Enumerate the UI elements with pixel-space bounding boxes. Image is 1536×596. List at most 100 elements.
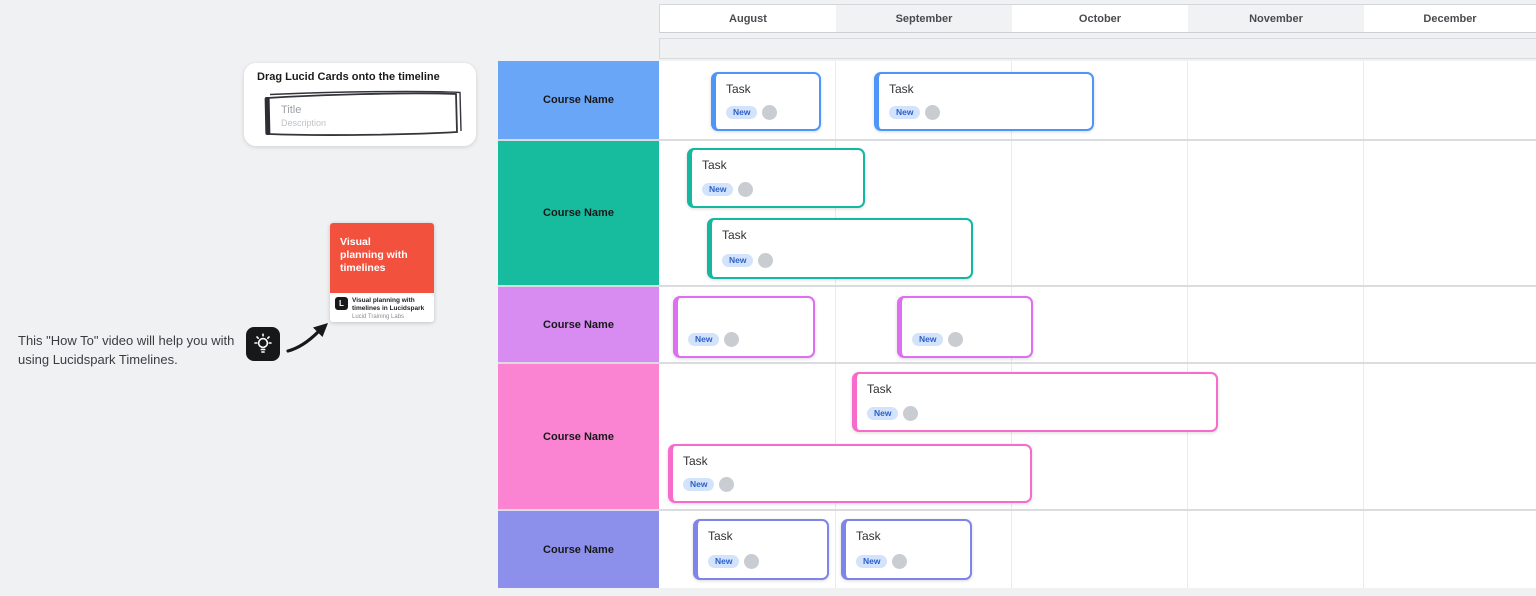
task-title: Task [708,529,733,543]
task-meta: New [912,332,964,347]
task-card[interactable]: Task New [841,519,972,580]
row-label-course-name[interactable]: Course Name [498,287,659,362]
month-gridline [1187,364,1188,509]
assignee-avatar[interactable] [903,406,919,421]
timeline-row: Course Name New New [498,287,1536,364]
task-title: Task [856,529,881,543]
month-gridline [1363,141,1364,285]
card-sketch-icon: Title Description [264,90,462,136]
instruction-card: Drag Lucid Cards onto the timeline Title… [244,63,476,146]
row-label-course-name[interactable]: Course Name [498,141,659,285]
video-card[interactable]: Visual planning with timelines L Visual … [330,223,434,322]
task-meta: New [722,253,774,268]
assignee-avatar[interactable] [925,105,941,120]
timeline-row: Course Name Task New Task New [498,364,1536,511]
task-card[interactable]: New [673,296,815,358]
month-header-december: December [1364,5,1536,32]
lightbulb-icon [246,327,280,361]
timeline-row: Course Name Task New Task New [498,141,1536,287]
task-title: Task [722,228,747,242]
sketch-description-placeholder: Description [281,118,326,128]
month-header-october: October [1012,5,1188,32]
assignee-avatar[interactable] [892,554,908,569]
assignee-avatar[interactable] [724,332,740,347]
row-body: Task New Task New [659,141,1536,285]
new-badge: New [688,332,720,347]
task-title [688,306,813,320]
month-gridline [1011,141,1012,285]
task-meta: New [683,477,735,492]
new-badge: New [702,182,734,197]
task-card[interactable]: Task New [687,148,865,208]
task-meta: New [726,105,778,120]
task-card[interactable]: New [897,296,1033,358]
month-gridline [1187,287,1188,362]
row-label-course-name[interactable]: Course Name [498,364,659,509]
month-header-september: September [836,5,1012,32]
lucid-logo-icon: L [335,297,348,310]
month-gridline [835,364,836,509]
video-title: Visual planning with timelines [340,236,408,274]
help-note-line2: using Lucidspark Timelines. [18,352,178,367]
new-badge: New [856,554,888,569]
task-card[interactable]: Task New [707,218,973,279]
video-caption: L Visual planning with timelines in Luci… [330,293,434,322]
month-gridline [1187,511,1188,588]
task-meta: New [889,105,941,120]
video-thumbnail: Visual planning with timelines [330,223,434,293]
task-title: Task [702,158,727,172]
month-gridline [835,511,836,588]
arrow-icon [285,321,331,362]
assignee-avatar[interactable] [744,554,760,569]
task-title: Task [683,454,708,468]
task-card[interactable]: Task New [668,444,1032,503]
task-title: Task [726,82,751,96]
task-title [912,306,1031,320]
month-gridline [1363,61,1364,139]
month-gridline [1363,364,1364,509]
lucid-card-sketch[interactable]: Title Description [256,89,464,146]
timeline-month-header: August September October November Decemb… [659,4,1536,33]
month-gridline [1363,287,1364,362]
row-body: Task New Task New [659,364,1536,509]
month-gridline [1011,364,1012,509]
task-card[interactable]: Task New [852,372,1218,432]
assignee-avatar[interactable] [762,105,778,120]
task-card[interactable]: Task New [711,72,821,131]
month-gridline [1011,511,1012,588]
month-gridline [835,287,836,362]
new-badge: New [683,477,715,492]
task-meta: New [688,332,740,347]
timeline-row: Course Name Task New Task New [498,61,1536,141]
assignee-avatar[interactable] [758,253,774,268]
help-note-line1: This "How To" video will help you with [18,333,235,348]
row-label-course-name[interactable]: Course Name [498,511,659,588]
task-meta: New [702,182,754,197]
new-badge: New [722,253,754,268]
month-header-november: November [1188,5,1364,32]
video-caption-title: Visual planning with timelines in Lucids… [352,297,425,312]
new-badge: New [889,105,921,120]
task-meta: New [708,554,760,569]
assignee-avatar[interactable] [948,332,964,347]
new-badge: New [726,105,758,120]
month-gridline [835,141,836,285]
month-gridline [835,61,836,139]
video-caption-subtitle: Lucid Training Labs [352,314,405,320]
task-card[interactable]: Task New [874,72,1094,131]
task-card[interactable]: Task New [693,519,829,580]
assignee-avatar[interactable] [738,182,754,197]
instruction-title: Drag Lucid Cards onto the timeline [257,71,440,83]
new-badge: New [708,554,740,569]
month-header-august: August [660,5,836,32]
assignee-avatar[interactable] [719,477,735,492]
row-body: Task New Task New [659,511,1536,588]
task-meta: New [856,554,908,569]
new-badge: New [867,406,899,421]
timeline-subheader-strip [659,38,1536,59]
month-gridline [1187,141,1188,285]
row-label-course-name[interactable]: Course Name [498,61,659,139]
row-body: New New [659,287,1536,362]
row-body: Task New Task New [659,61,1536,139]
